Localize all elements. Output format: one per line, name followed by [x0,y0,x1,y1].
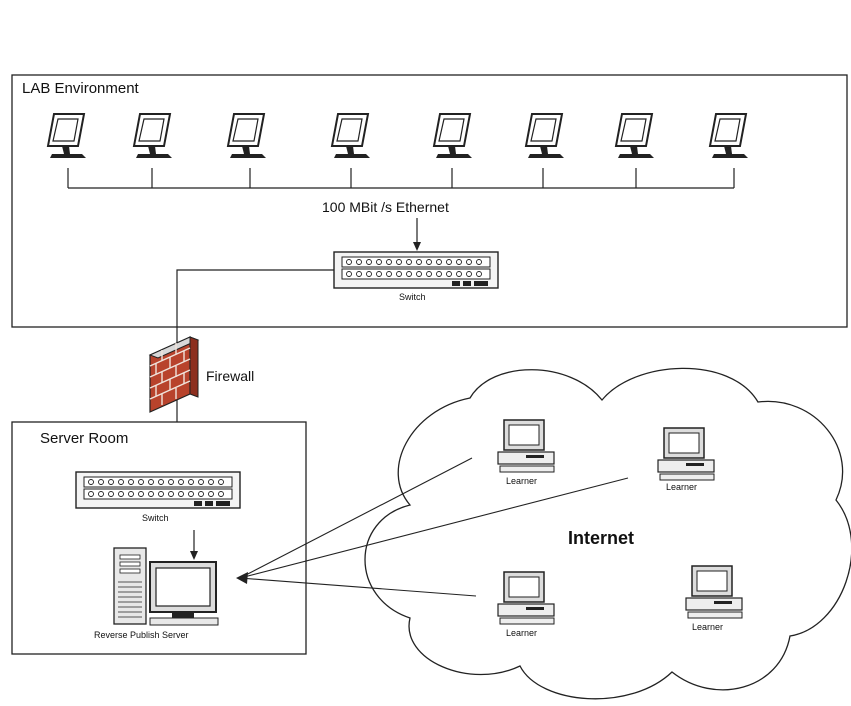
lab-switch [333,251,499,289]
server-room-box [11,421,307,655]
learner-label: Learner [506,476,537,486]
lab-workstation [132,113,172,158]
learner-label: Learner [666,482,697,492]
learner-label: Learner [506,628,537,638]
learner-label: Learner [692,622,723,632]
learner-computer [657,427,715,481]
switch-to-server-arrowhead [190,551,198,560]
server-label: Reverse Publish Server [94,630,189,640]
workstation-drops [67,168,735,188]
lab-environment-box [11,74,848,328]
server-room-title: Server Room [40,430,128,447]
lab-workstation [614,113,654,158]
learner-computer [497,571,555,625]
lab-workstation [330,113,370,158]
learner-computer [497,419,555,473]
ethernet-arrowhead [413,242,421,251]
ethernet-label: 100 MBit /s Ethernet [322,199,449,215]
server-room-switch [75,471,241,509]
lab-workstation [524,113,564,158]
uplink-line [176,269,334,442]
server-room-switch-label: Switch [142,513,169,523]
server-icon [113,547,219,626]
internet-label: Internet [568,528,634,548]
lab-workstation [226,113,266,158]
firewall-label: Firewall [206,368,254,384]
lab-environment-title: LAB Environment [22,80,140,97]
server-arrowhead [236,572,248,584]
lab-workstation [46,113,86,158]
lab-switch-label: Switch [399,292,426,302]
firewall-icon [148,336,200,413]
learner-computer [685,565,743,619]
lab-workstation [432,113,472,158]
learner-connections [239,457,629,597]
lab-workstation [708,113,748,158]
